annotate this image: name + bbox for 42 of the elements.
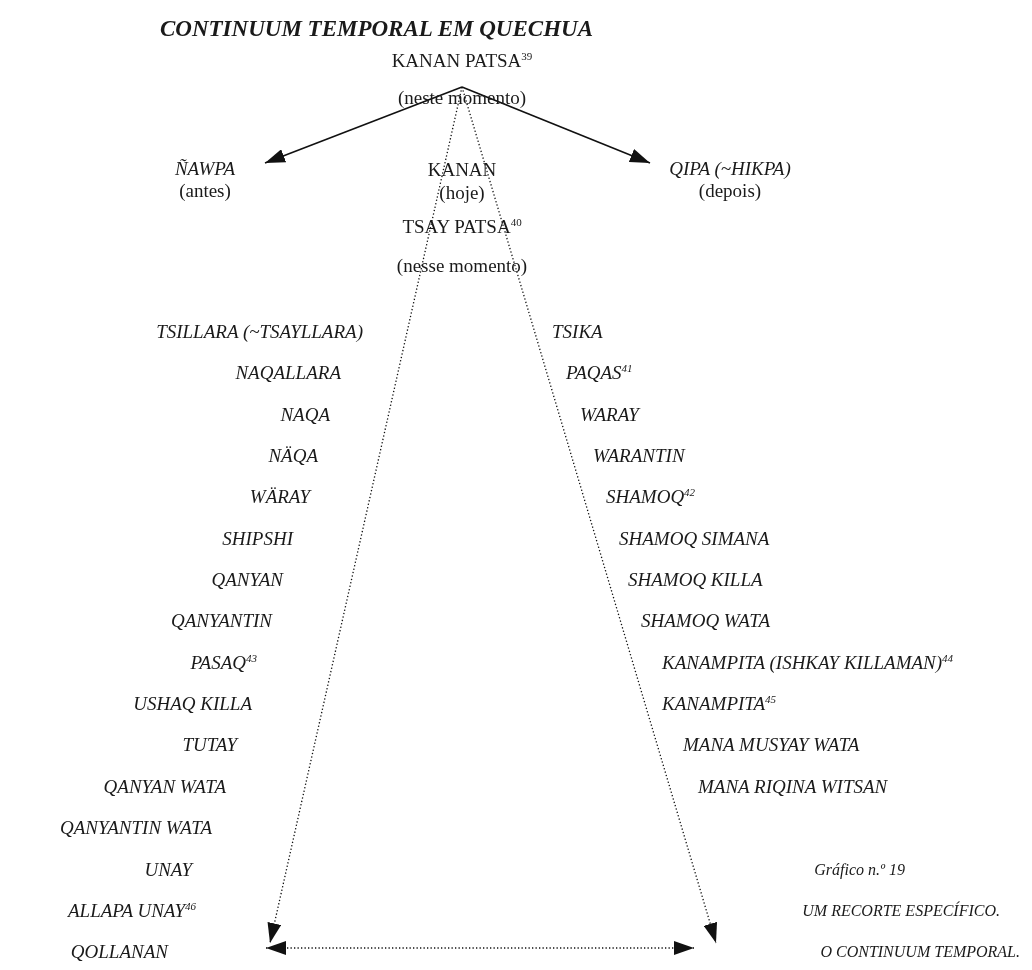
dotted-arrow	[461, 86, 717, 944]
term-label: TUTAY	[182, 734, 237, 756]
term-label: PAQAS$^{41}$	[566, 362, 633, 384]
term-label: KANAMPITA (ISHKAY KILLAMAN)$^{44}$	[662, 652, 954, 674]
term-label: NAQA	[280, 404, 330, 426]
term-label: KANAN	[427, 159, 497, 181]
term-label: ALLAPA UNAY$^{46}$	[67, 900, 196, 922]
term-label: SHAMOQ KILLA	[628, 569, 763, 591]
term-label: MANA MUSYAY WATA	[683, 734, 860, 756]
term-label: NAQALLARA	[235, 362, 341, 384]
term-label: PASAQ$^{43}$	[190, 652, 257, 674]
term-label: QANYANTIN	[170, 610, 272, 632]
term-label: SHIPSHI	[222, 528, 293, 550]
term-label: WARAY	[580, 404, 639, 426]
term-label: KANAMPITA$^{45}$	[662, 693, 777, 715]
gloss-label: (nesse momento)	[396, 255, 528, 277]
term-label: SHAMOQ SIMANA	[619, 528, 770, 550]
term-label: USHAQ KILLA	[133, 693, 252, 715]
term-label: UNAY	[144, 859, 192, 881]
term-label: SHAMOQ WATA	[641, 610, 770, 632]
diagram-title: CONTINUUM TEMPORAL EM QUECHUA	[160, 18, 593, 40]
term-label: TSAY PATSA$^{40}$	[402, 216, 522, 238]
term-label: ÑAWPA	[174, 158, 236, 180]
term-label: QANYAN WATA	[103, 776, 226, 798]
figure-caption: Gráfico n.º 19	[814, 860, 905, 881]
term-label: TSILLARA (~TSAYLLARA)	[156, 321, 363, 343]
term-label: MANA RIQINA WITSAN	[698, 776, 888, 798]
term-label: TSIKA	[552, 321, 603, 343]
term-label: QANYANTIN WATA	[60, 817, 212, 839]
term-label: WARANTIN	[593, 445, 685, 467]
term-label: WÄRAY	[249, 486, 310, 508]
figure-caption: O CONTINUUM TEMPORAL.	[820, 942, 1020, 962]
figure-caption: UM RECORTE ESPECÍFICO.	[802, 900, 1000, 921]
term-label: NÄQA	[268, 445, 318, 467]
gloss-label: (hoje)	[439, 182, 485, 204]
term-label: QOLLANAN	[70, 941, 168, 963]
gloss-label: (depois)	[698, 180, 762, 202]
term-label: QIPA (~HIKPA)	[669, 158, 791, 180]
term-label: QANYAN	[211, 569, 283, 591]
gloss-label: (antes)	[179, 180, 231, 202]
term-label: SHAMOQ$^{42}$	[606, 486, 696, 508]
term-label: KANAN PATSA$^{39}$	[391, 50, 533, 72]
